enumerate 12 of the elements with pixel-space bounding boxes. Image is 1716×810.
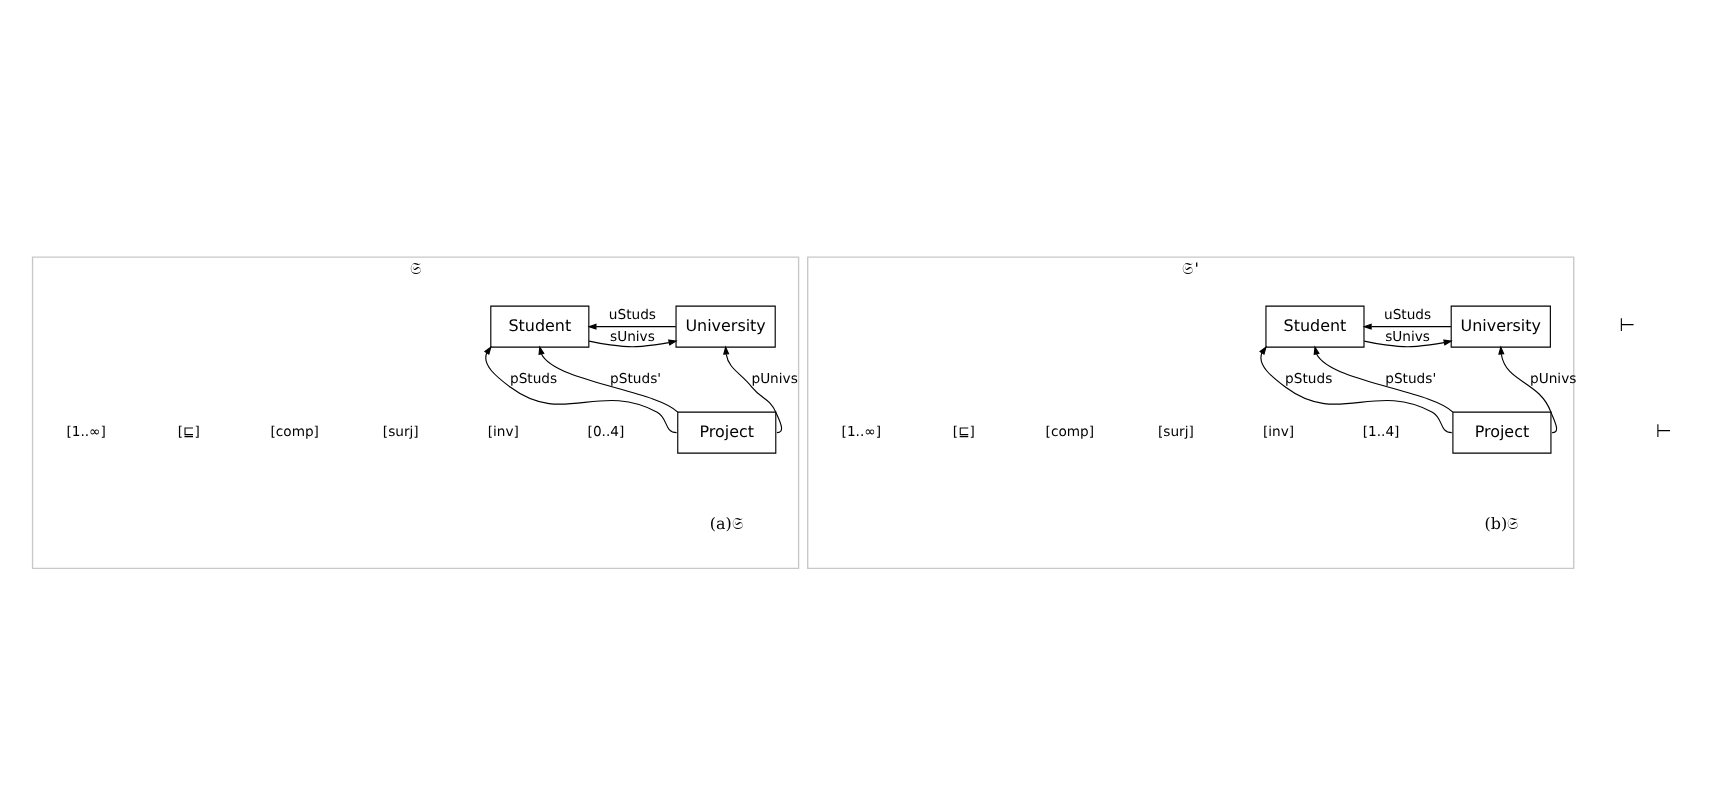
arrow [586, 322, 676, 329]
arrow [537, 344, 678, 412]
arrow [482, 344, 677, 433]
arrow [1361, 322, 1451, 329]
label: ⊢ [1618, 315, 1635, 336]
arrow [1258, 344, 1452, 433]
arrow [1362, 338, 1452, 347]
arrow [722, 344, 782, 433]
arrow [1312, 344, 1453, 412]
arrow [1497, 344, 1557, 433]
arrow [587, 338, 677, 347]
label: ⊢ [1654, 422, 1671, 442]
